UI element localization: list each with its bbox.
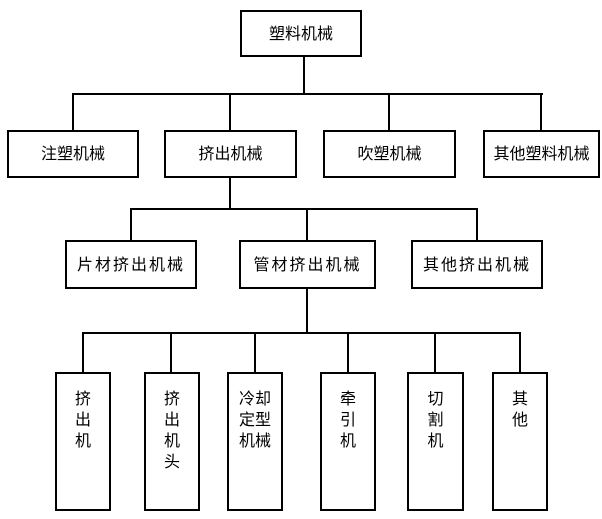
node-label: 挤出机械	[198, 144, 263, 164]
node-blow-molding-machinery: 吹塑机械	[323, 130, 456, 178]
node-pipe-extrusion-machinery: 管材挤出机械	[239, 240, 376, 289]
connector-line	[347, 334, 349, 372]
node-label: 其他挤出机械	[422, 254, 531, 274]
node-cutting-machine: 切 割 机	[407, 372, 464, 511]
node-label: 牵 引 机	[339, 389, 356, 450]
connector-line	[476, 210, 478, 240]
node-label: 管材挤出机械	[253, 254, 362, 274]
connector-line	[82, 334, 84, 372]
connector-line	[303, 57, 305, 93]
connector-line	[130, 208, 478, 210]
node-label: 塑料机械	[268, 23, 333, 43]
node-label: 其 他	[511, 389, 528, 429]
connector-line	[519, 334, 521, 372]
connector-line	[306, 289, 308, 332]
connector-line	[170, 334, 172, 372]
connector-line	[254, 334, 256, 372]
connector-line	[388, 95, 390, 130]
node-other-extrusion-machinery: 其他挤出机械	[411, 240, 543, 289]
connector-line	[72, 95, 74, 130]
connector-line	[229, 95, 231, 130]
node-extruder-head: 挤 出 机 头	[144, 372, 200, 511]
node-plastic-machinery: 塑料机械	[240, 10, 362, 57]
connector-line	[82, 332, 521, 334]
connector-line	[229, 178, 231, 208]
node-label: 挤 出 机	[74, 389, 91, 450]
node-extrusion-machinery: 挤出机械	[164, 130, 297, 178]
node-label: 其他塑料机械	[493, 144, 590, 164]
connector-line	[434, 334, 436, 372]
node-extruder: 挤 出 机	[55, 372, 111, 511]
node-haul-off-machine: 牵 引 机	[320, 372, 376, 511]
node-label: 吹塑机械	[357, 144, 422, 164]
node-label: 切 割 机	[427, 389, 444, 450]
node-sheet-extrusion-machinery: 片材挤出机械	[65, 240, 197, 289]
node-injection-molding-machinery: 注塑机械	[7, 130, 139, 178]
node-label: 冷却 定型 机械	[238, 389, 271, 450]
node-other: 其 他	[492, 372, 548, 511]
connector-line	[306, 210, 308, 240]
connector-line	[540, 95, 542, 130]
node-other-plastic-machinery: 其他塑料机械	[483, 130, 600, 178]
node-label: 片材挤出机械	[76, 254, 185, 274]
node-label: 注塑机械	[40, 144, 105, 164]
node-label: 挤 出 机 头	[163, 389, 180, 471]
node-cooling-shaping-machinery: 冷却 定型 机械	[227, 372, 283, 511]
connector-line	[72, 93, 543, 95]
connector-line	[130, 210, 132, 240]
